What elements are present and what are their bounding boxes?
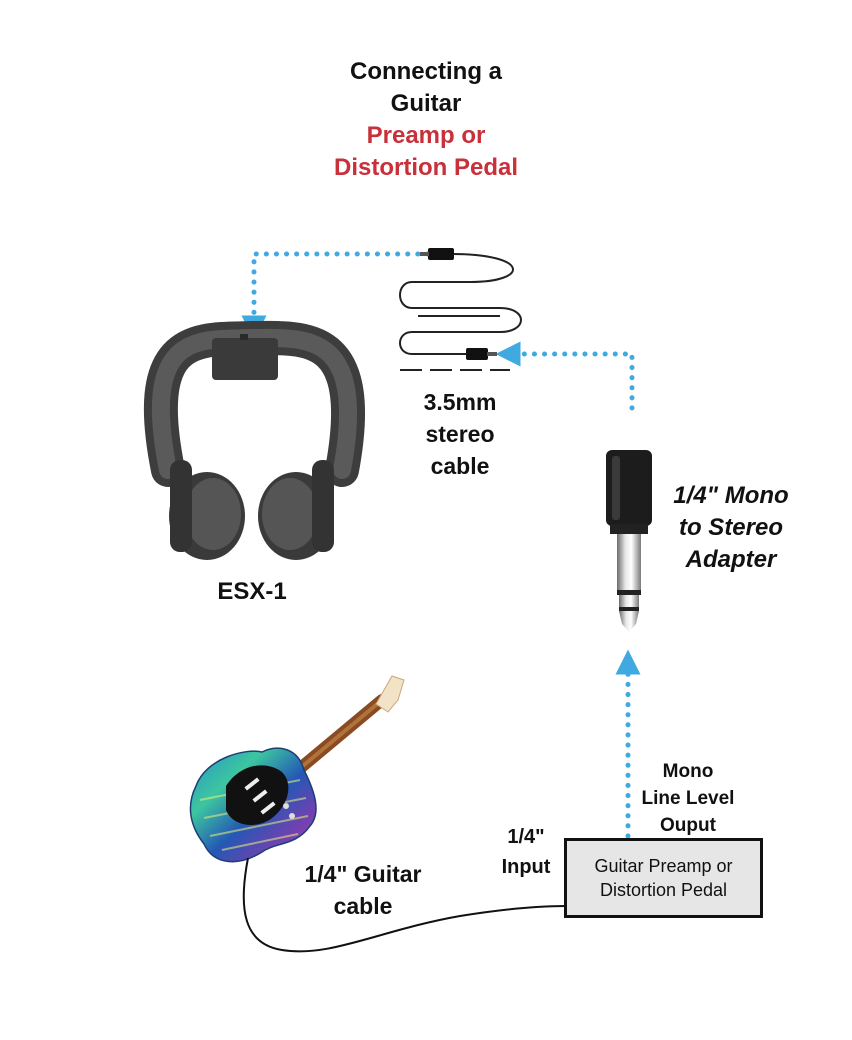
output-label-line-2: Line Level bbox=[641, 788, 735, 809]
electric-guitar-icon bbox=[189, 675, 405, 863]
stereo-cable-label-line-2: stereo bbox=[425, 421, 495, 447]
guitar-cable-label-line-2: cable bbox=[333, 893, 393, 919]
title-line-4: Distortion Pedal bbox=[333, 154, 519, 181]
headphones-label: ESX-1 bbox=[217, 578, 287, 605]
title-line-2: Guitar bbox=[390, 90, 462, 117]
pedal-box-line-2: Distortion Pedal bbox=[599, 880, 728, 900]
stereo-cable-label-line-1: 3.5mm bbox=[423, 389, 497, 415]
title-line-3: Preamp or bbox=[366, 122, 486, 149]
output-label-line-3: Ouput bbox=[660, 815, 716, 836]
adapter-label-line-3: Adapter bbox=[685, 546, 777, 573]
input-label: 1/4" Input bbox=[488, 822, 564, 882]
output-label: Mono Line Level Ouput bbox=[620, 758, 756, 839]
diagram-title: Connecting a Guitar Preamp or Distortion… bbox=[250, 56, 602, 184]
guitar-cable bbox=[242, 857, 567, 953]
guitar-cable-label: 1/4" Guitar cable bbox=[280, 858, 446, 922]
stereo-cable-icon bbox=[399, 248, 522, 371]
pedal-box: Guitar Preamp or Distortion Pedal bbox=[564, 838, 763, 918]
headphones-icon bbox=[143, 320, 365, 560]
title-line-1: Connecting a bbox=[349, 58, 502, 85]
arrow-cable-to-headphones bbox=[241, 251, 431, 341]
output-label-line-1: Mono bbox=[662, 761, 714, 782]
stereo-cable-label-line-3: cable bbox=[430, 453, 490, 479]
adapter-label: 1/4" Mono to Stereo Adapter bbox=[650, 480, 812, 576]
stereo-cable-label: 3.5mm stereo cable bbox=[380, 386, 540, 482]
input-label-line-1: 1/4" bbox=[507, 826, 545, 848]
input-label-line-2: Input bbox=[501, 856, 551, 878]
adapter-label-line-2: to Stereo bbox=[678, 514, 783, 541]
adapter-label-line-1: 1/4" Mono bbox=[673, 482, 789, 509]
guitar-cable-label-line-1: 1/4" Guitar bbox=[304, 861, 422, 887]
mono-stereo-adapter-icon bbox=[606, 450, 652, 632]
pedal-box-line-1: Guitar Preamp or bbox=[594, 856, 733, 876]
arrow-adapter-to-cable bbox=[495, 341, 635, 411]
